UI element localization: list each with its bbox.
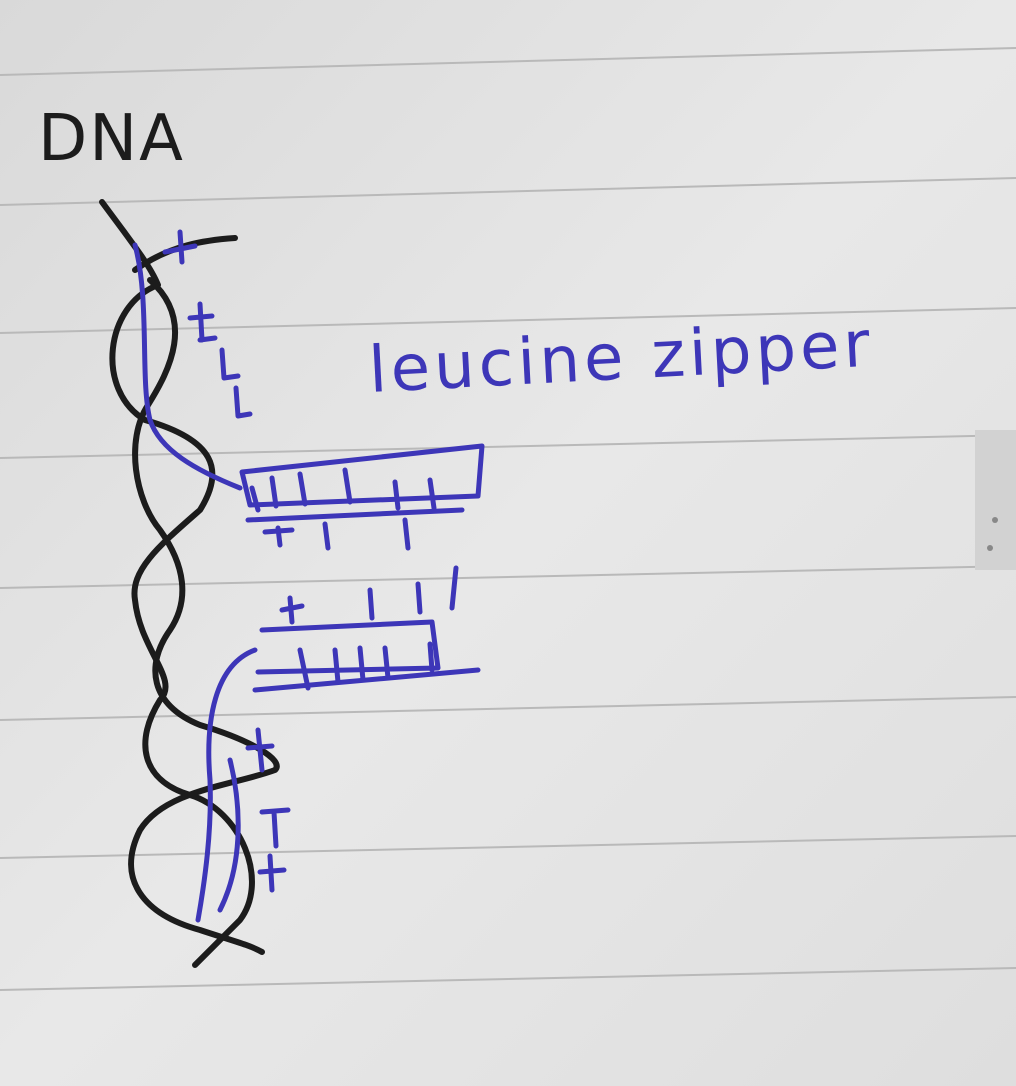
lower-helix-bottom-line [252, 667, 481, 693]
lower-helix-box [255, 619, 441, 675]
lower-strand-ticks [245, 727, 291, 893]
rule-line [0, 565, 1016, 589]
rule-line [0, 177, 1016, 206]
upper-tick-marks [249, 467, 437, 513]
rule-line [0, 835, 1016, 859]
protein-backbone-upper [132, 242, 243, 491]
tick-mark [219, 347, 241, 381]
binder-dot [987, 545, 993, 551]
lower-leucine-ticks [279, 565, 459, 691]
plus-mark [162, 229, 198, 265]
upper-helix-bottom-line [245, 507, 465, 523]
upper-lower-ticks [262, 517, 411, 551]
binder-edge [975, 430, 1016, 570]
rule-line [0, 47, 1016, 76]
lower-bottom-ticks [297, 641, 435, 691]
upper-leucine-ticks [249, 467, 437, 551]
lower-top-ticks [279, 565, 459, 625]
tick-mark [259, 807, 291, 849]
tick-mark [233, 385, 253, 419]
tick-mark [187, 301, 218, 343]
leucine-zipper-protein [132, 229, 485, 923]
rule-line [0, 967, 1016, 991]
plus-mark [245, 727, 275, 773]
upper-helix-box [239, 443, 485, 508]
protein-backbone-lower [195, 647, 258, 923]
rule-line [0, 696, 1016, 721]
plus-mark [257, 853, 287, 893]
ruled-lines [0, 47, 1016, 991]
dna-label: DNA [38, 102, 185, 176]
binder-dot [992, 517, 998, 523]
rule-line [0, 307, 1016, 334]
binder-clip-shadow [975, 430, 1016, 570]
rule-line [0, 434, 1016, 459]
upper-strand-ticks [162, 229, 253, 419]
